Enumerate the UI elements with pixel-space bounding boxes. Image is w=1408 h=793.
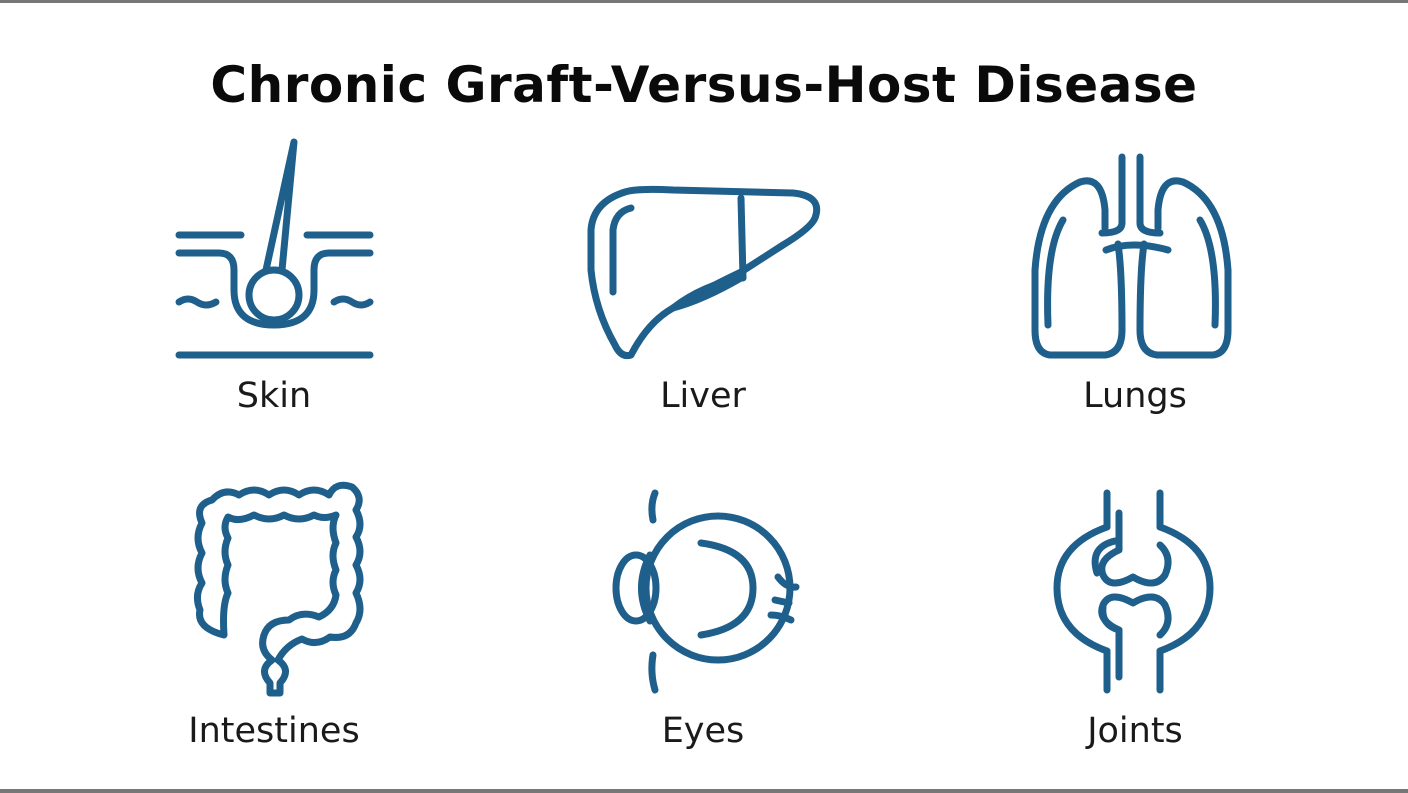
organ-label-lungs: Lungs [1083, 376, 1187, 416]
organ-tile-eyes: Eyes [553, 465, 853, 765]
organ-tile-joints: Joints [985, 465, 1285, 765]
liver-icon [587, 185, 821, 359]
organ-label-intestines: Intestines [188, 711, 360, 751]
intestines-icon [193, 481, 364, 697]
organ-tile-intestines: Intestines [124, 465, 424, 765]
organ-tile-lungs: Lungs [985, 130, 1285, 430]
organ-label-eyes: Eyes [661, 711, 745, 751]
organ-label-joints: Joints [1087, 711, 1183, 751]
joint-icon [1053, 489, 1214, 694]
organ-tile-skin: Skin [124, 130, 424, 430]
eye-icon [612, 489, 800, 694]
top-frame-bar [0, 0, 1408, 3]
page-title: Chronic Graft-Versus-Host Disease [210, 56, 1198, 114]
lungs-icon [1031, 153, 1232, 359]
organ-label-liver: Liver [660, 376, 746, 416]
organ-tile-liver: Liver [553, 130, 853, 430]
bottom-frame-bar [0, 789, 1408, 793]
skin-hair-follicle-icon [175, 138, 374, 359]
organ-label-skin: Skin [236, 376, 312, 416]
